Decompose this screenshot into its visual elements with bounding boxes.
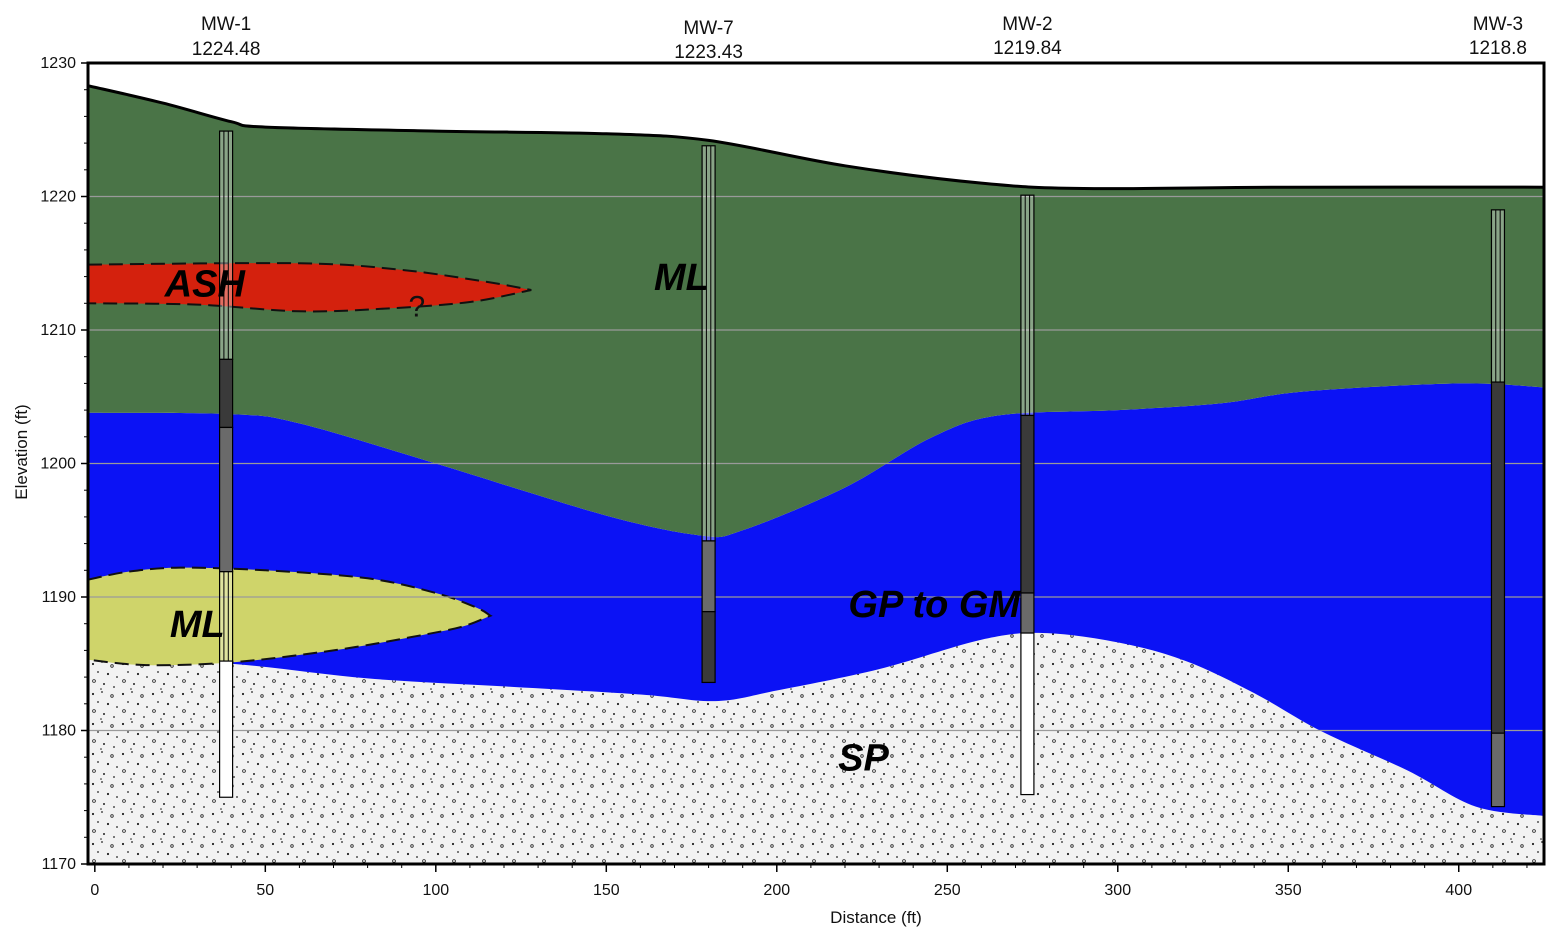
- well-elevation-label: 1223.43: [674, 42, 743, 63]
- well-filter-interval: [701, 540, 716, 613]
- unit-label-sp: SP: [838, 738, 889, 780]
- unit-label-ash: ASH: [164, 264, 247, 306]
- x-tick-label: 0: [90, 882, 99, 899]
- well-mw-7: [701, 145, 716, 684]
- well-screen-interval: [218, 358, 234, 429]
- gp-to-gm-gravel-layer: [88, 383, 1544, 816]
- x-tick-label: 300: [1104, 882, 1131, 899]
- well-screen-interval: [701, 611, 716, 684]
- well-screen-interval: [1020, 414, 1035, 594]
- well-mw-3: [1490, 209, 1506, 808]
- well-casing-interval: [1020, 194, 1035, 417]
- y-axis-title: Elevation (ft): [12, 404, 31, 499]
- y-tick-label: 1210: [40, 322, 76, 339]
- unit-label-uncertain: ?: [409, 291, 426, 324]
- well-filter-interval: [1020, 592, 1035, 634]
- well-blank-interval: [218, 660, 234, 798]
- well-labels: MW-1 1224.48 MW-7 1223.43 MW-2 1219.84 MW-3 121…: [192, 14, 1527, 63]
- sp-sand-layer: [88, 632, 1544, 864]
- y-axis: 1230 1220 1210 1200 1190 1180 1170: [40, 55, 88, 873]
- monitoring-wells: [218, 130, 1506, 808]
- x-tick-label: 200: [763, 882, 790, 899]
- x-tick-label: 400: [1445, 882, 1472, 899]
- y-tick-label: 1180: [42, 723, 77, 740]
- unit-label-ml-lens: ML: [170, 604, 225, 646]
- well-filter-interval: [218, 426, 234, 573]
- well-name-label: MW-7: [683, 18, 733, 39]
- x-axis-title: Distance (ft): [830, 908, 922, 927]
- y-tick-label: 1220: [40, 189, 76, 206]
- x-axis: 0 50 100 150 200 250 300 350 400: [90, 864, 1528, 899]
- ml-silt-layer: [88, 85, 1544, 538]
- elevation-gridlines: [88, 195, 1544, 732]
- well-blank-interval: [1020, 632, 1035, 796]
- y-tick-label: 1230: [40, 55, 76, 72]
- y-tick-label: 1170: [42, 856, 77, 873]
- well-name-label: MW-1: [201, 14, 251, 35]
- well-casing-interval: [1490, 209, 1506, 383]
- x-tick-label: 250: [934, 882, 961, 899]
- y-tick-label: 1190: [42, 589, 77, 606]
- well-screen-interval: [1490, 381, 1506, 734]
- well-elevation-label: 1224.48: [192, 39, 261, 60]
- unit-label-gp-gm: GP to GM: [848, 584, 1021, 626]
- y-tick-label: 1200: [40, 456, 76, 473]
- well-mw-1: [218, 130, 234, 798]
- well-casing-interval: [218, 130, 234, 360]
- well-elevation-label: 1218.8: [1469, 38, 1527, 59]
- well-name-label: MW-2: [1002, 14, 1052, 35]
- ground-surface-line: [88, 84, 1544, 191]
- well-mw-2: [1020, 194, 1035, 796]
- well-filter-interval: [1490, 732, 1506, 808]
- well-casing-interval: [701, 145, 716, 542]
- x-tick-label: 150: [593, 882, 620, 899]
- x-tick-label: 350: [1275, 882, 1302, 899]
- x-tick-label: 50: [256, 882, 274, 899]
- unit-labels: ASH ML ML GP to GM SP?: [164, 257, 1022, 780]
- unit-label-ml-upper: ML: [654, 257, 709, 299]
- x-tick-label: 100: [422, 882, 449, 899]
- well-elevation-label: 1219.84: [993, 38, 1062, 59]
- well-name-label: MW-3: [1473, 14, 1523, 35]
- ash-lens: [88, 262, 532, 313]
